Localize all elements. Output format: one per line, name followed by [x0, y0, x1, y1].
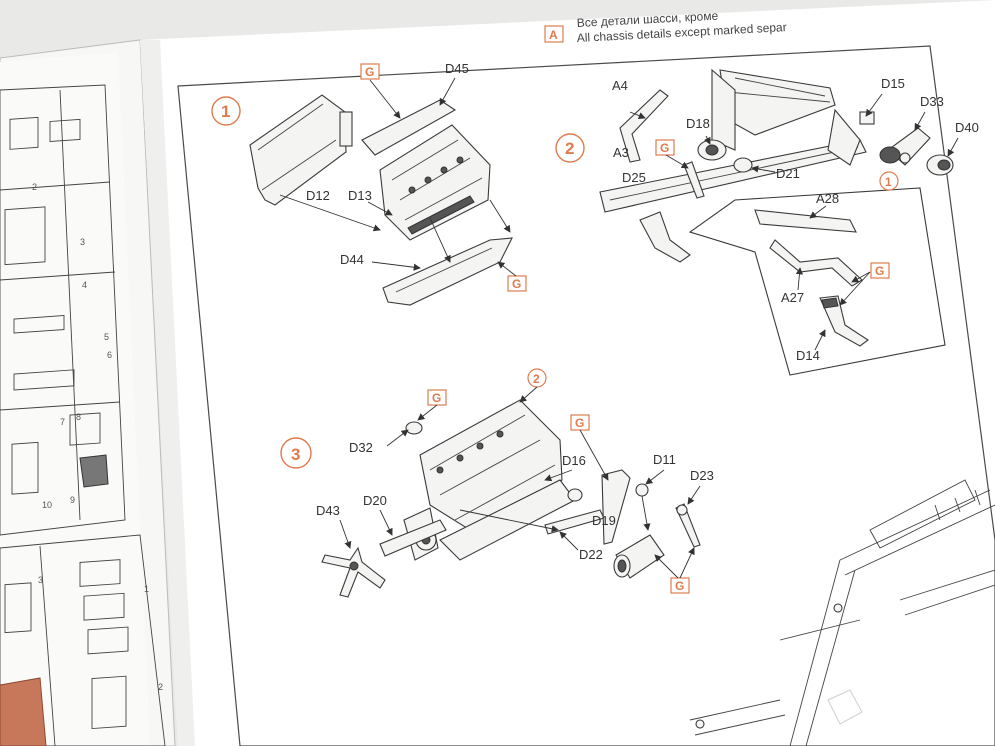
- step-1: 1 G G D45 D12 D13 D44: [211, 61, 527, 306]
- part-d21: [733, 157, 753, 173]
- sprue-colored-part: [0, 677, 47, 746]
- badge-g: [870, 262, 890, 279]
- step-2-number: 2: [565, 139, 574, 158]
- part-d45: [361, 99, 457, 156]
- label-d11: D11: [653, 452, 676, 467]
- watermark-logo-icon: [827, 689, 863, 725]
- sprue-number: 5: [104, 332, 109, 342]
- badge-g-text: G: [675, 579, 684, 593]
- chassis-frame: [689, 479, 995, 746]
- label-d33: D33: [920, 94, 944, 109]
- label-a3: A3: [613, 145, 629, 160]
- badge-g-text: G: [432, 391, 441, 405]
- sprue-frame-upper: [0, 84, 126, 536]
- label-d44: D44: [340, 252, 364, 267]
- label-a4: A4: [612, 78, 628, 93]
- label-d15: D15: [881, 76, 905, 91]
- part-d40: [926, 154, 954, 176]
- step-2: 2: [555, 68, 979, 376]
- badge-g: [507, 275, 527, 292]
- badge-g-text: G: [512, 277, 521, 291]
- watermark-line-2: ЛАВКА: [880, 711, 927, 725]
- badge-g: [655, 139, 675, 156]
- part-d25: [683, 161, 705, 199]
- watermark-line-1: МОДЕЛЬНАЯ: [866, 695, 954, 709]
- sprue-frame-lower: [0, 534, 166, 746]
- sprue-number: 10: [42, 500, 52, 510]
- badge-g-text: G: [365, 65, 374, 79]
- frame-rail: [599, 139, 867, 213]
- watermark: МОДЕЛЬНАЯ ЛАВКА: [827, 689, 954, 725]
- label-d40: D40: [955, 120, 979, 135]
- badge-g-text: G: [575, 416, 584, 430]
- badge-g-text: G: [660, 141, 669, 155]
- label-d32: D32: [349, 440, 373, 455]
- label-d43: D43: [316, 503, 340, 518]
- label-a27: A27: [781, 290, 804, 305]
- header-marker-box: [544, 25, 564, 43]
- part-d11: [635, 483, 649, 497]
- sprue-number: 2: [158, 682, 163, 692]
- sprue-number: 1: [144, 584, 149, 594]
- step-2-circle: [555, 133, 585, 163]
- radiator-icon: [249, 94, 353, 206]
- header-marker: A: [549, 28, 558, 42]
- part-rod: [601, 469, 631, 545]
- label-d12: D12: [306, 188, 330, 203]
- sprue-dark-part: [79, 454, 109, 488]
- part-d32: [405, 421, 423, 435]
- label-d20: D20: [363, 493, 387, 508]
- label-a28: A28: [816, 191, 839, 206]
- sprue-number: 4: [82, 280, 87, 290]
- part-a4: [619, 89, 669, 163]
- part-d19: [613, 534, 665, 579]
- badge-g-text: G: [875, 264, 884, 278]
- label-d21: D21: [776, 166, 800, 181]
- part-d20: [379, 519, 447, 557]
- label-d45: D45: [445, 61, 469, 76]
- part-d16: [567, 488, 583, 502]
- label-d13: D13: [348, 188, 372, 203]
- left-page: 2 3 4 5 6 7 8 9 10 3 1 2: [0, 39, 176, 746]
- sprue-number: 3: [80, 237, 85, 247]
- sprue-number: 3: [38, 575, 43, 585]
- label-d23: D23: [690, 468, 714, 483]
- label-d16: D16: [562, 453, 586, 468]
- label-d14: D14: [796, 348, 820, 363]
- step-3-circle: [280, 437, 312, 469]
- sprue-number: 7: [60, 417, 65, 427]
- sprue-number: 9: [70, 495, 75, 505]
- sprue-number: 6: [107, 350, 112, 360]
- part-a28: [754, 209, 857, 233]
- label-d18: D18: [686, 116, 710, 131]
- detail-inset: [688, 187, 946, 376]
- step-ref-circle: [879, 171, 899, 191]
- step-1-number: 1: [221, 102, 230, 121]
- label-d25: D25: [622, 170, 646, 185]
- part-d14: [819, 295, 869, 347]
- step-ref-number: 2: [533, 372, 540, 386]
- step-1-circle: [211, 96, 241, 126]
- badge-g: [360, 63, 380, 80]
- step-3: 3: [280, 368, 714, 598]
- part-d18: [697, 139, 727, 161]
- part-a27: [769, 239, 863, 287]
- fan-icon: [321, 546, 386, 598]
- step-3-number: 3: [291, 445, 300, 464]
- step-ref-number: 1: [885, 175, 892, 189]
- label-d19: D19: [592, 513, 616, 528]
- engine-block-icon: [379, 124, 491, 241]
- part-d15: [859, 111, 875, 125]
- sprue-number: 8: [76, 412, 81, 422]
- label-d22: D22: [579, 547, 603, 562]
- sprue-number: 2: [32, 182, 37, 192]
